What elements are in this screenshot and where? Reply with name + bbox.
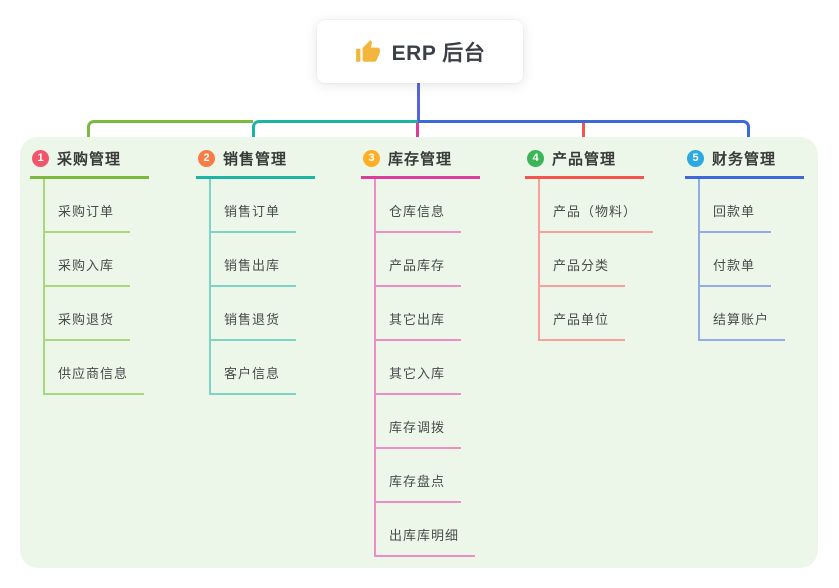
child-node[interactable]: 采购订单 [45,179,180,233]
child-node[interactable]: 供应商信息 [45,341,180,395]
child-node[interactable]: 库存调拨 [376,395,511,449]
child-node-label: 付款单 [700,255,772,287]
branch-children: 销售订单 销售出库 销售退货 客户信息 [209,179,346,395]
child-node-label: 仓库信息 [376,201,462,233]
child-node[interactable]: 客户信息 [211,341,346,395]
branch-column-1: 1 采购管理 采购订单 采购入库 采购退货 供应商信息 [30,146,180,395]
child-node[interactable]: 仓库信息 [376,179,511,233]
branch-column-2: 2 销售管理 销售订单 销售出库 销售退货 客户信息 [196,146,346,395]
child-node[interactable]: 产品单位 [540,287,675,341]
child-node-label: 产品单位 [540,309,626,341]
child-node[interactable]: 产品（物料） [540,179,675,233]
child-node[interactable]: 其它入库 [376,341,511,395]
child-node-label: 其它出库 [376,309,462,341]
branch-header[interactable]: 3 库存管理 [361,146,480,179]
branch-column-4: 4 产品管理 产品（物料） 产品分类 产品单位 [525,146,675,341]
branch-title: 财务管理 [712,151,777,168]
branch-children: 采购订单 采购入库 采购退货 供应商信息 [43,179,180,395]
child-node[interactable]: 结算账户 [700,287,835,341]
branch-children: 仓库信息 产品库存 其它出库 其它入库 库存调拨 库存盘点 出库库明细 [374,179,511,557]
child-node[interactable]: 产品分类 [540,233,675,287]
branch-title: 采购管理 [57,151,122,168]
child-node[interactable]: 销售退货 [211,287,346,341]
child-node-label: 销售订单 [211,201,297,233]
branch-title: 库存管理 [388,151,453,168]
branch-children: 回款单 付款单 结算账户 [698,179,835,341]
child-node-label: 结算账户 [700,309,786,341]
branch-children: 产品（物料） 产品分类 产品单位 [538,179,675,341]
child-node-label: 出库库明细 [376,525,476,557]
root-node-label: ERP 后台 [391,41,486,65]
branch-number-badge: 1 [32,150,49,167]
child-node[interactable]: 销售订单 [211,179,346,233]
branches-panel [20,137,818,568]
child-node[interactable]: 采购入库 [45,233,180,287]
branch-number-badge: 4 [527,150,544,167]
root-node[interactable]: ERP 后台 [317,20,523,83]
branch-number-badge: 2 [198,150,215,167]
thumbs-up-icon [355,39,381,65]
child-node-label: 产品分类 [540,255,626,287]
child-node[interactable]: 出库库明细 [376,503,511,557]
child-node[interactable]: 回款单 [700,179,835,233]
child-node-label: 采购退货 [45,309,131,341]
child-node-label: 采购订单 [45,201,131,233]
child-node-label: 其它入库 [376,363,462,395]
branch-header[interactable]: 5 财务管理 [685,146,804,179]
child-node-label: 回款单 [700,201,772,233]
branch-number-badge: 5 [687,150,704,167]
child-node-label: 供应商信息 [45,363,145,395]
child-node[interactable]: 库存盘点 [376,449,511,503]
child-node-label: 库存调拨 [376,417,462,449]
root-trunk-line [417,83,420,123]
branch-column-5: 5 财务管理 回款单 付款单 结算账户 [685,146,835,341]
branch-header[interactable]: 1 采购管理 [30,146,149,179]
branch-header[interactable]: 2 销售管理 [196,146,315,179]
child-node-label: 库存盘点 [376,471,462,503]
branch-title: 产品管理 [552,151,617,168]
branch-column-3: 3 库存管理 仓库信息 产品库存 其它出库 其它入库 库存调拨 库存盘点 出库库… [361,146,511,557]
child-node-label: 产品库存 [376,255,462,287]
child-node[interactable]: 采购退货 [45,287,180,341]
child-node-label: 客户信息 [211,363,297,395]
branch-title: 销售管理 [223,151,288,168]
child-node[interactable]: 销售出库 [211,233,346,287]
child-node[interactable]: 其它出库 [376,287,511,341]
child-node-label: 销售出库 [211,255,297,287]
child-node[interactable]: 付款单 [700,233,835,287]
child-node-label: 产品（物料） [540,201,654,233]
branch-header[interactable]: 4 产品管理 [525,146,644,179]
branch-number-badge: 3 [363,150,380,167]
child-node-label: 采购入库 [45,255,131,287]
child-node-label: 销售退货 [211,309,297,341]
child-node[interactable]: 产品库存 [376,233,511,287]
